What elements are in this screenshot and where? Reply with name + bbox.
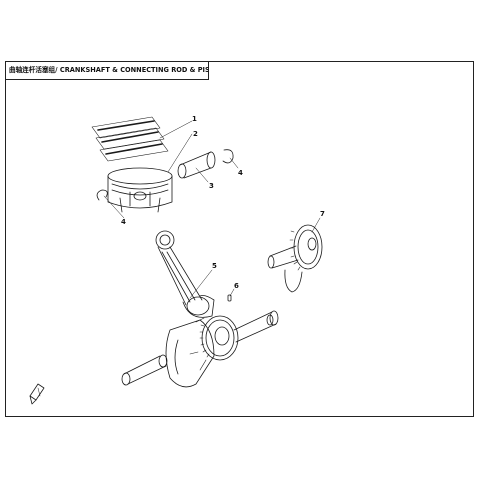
leader-lines (103, 120, 321, 299)
callout-5: 5 (212, 262, 217, 270)
piston-rings (91, 116, 169, 162)
direction-arrow-icon (29, 383, 45, 405)
page-title: 曲轴连杆活塞组/ CRANKSHAFT & CONNECTING ROD & P… (5, 61, 209, 80)
piston (107, 167, 173, 213)
connecting-rod (155, 230, 215, 318)
callout-6: 6 (234, 282, 239, 290)
callout-2: 2 (193, 130, 198, 138)
circlip-right (222, 149, 234, 164)
balance-shaft (267, 224, 323, 293)
callout-4-left: 4 (121, 218, 126, 226)
piston-pin (177, 151, 216, 179)
callout-3: 3 (209, 182, 214, 190)
circlip-left (96, 189, 108, 201)
crankshaft (121, 294, 279, 388)
callout-1: 1 (192, 115, 197, 123)
callout-4-right: 4 (238, 169, 243, 177)
callout-7: 7 (320, 210, 325, 218)
diagram-frame (5, 61, 474, 417)
